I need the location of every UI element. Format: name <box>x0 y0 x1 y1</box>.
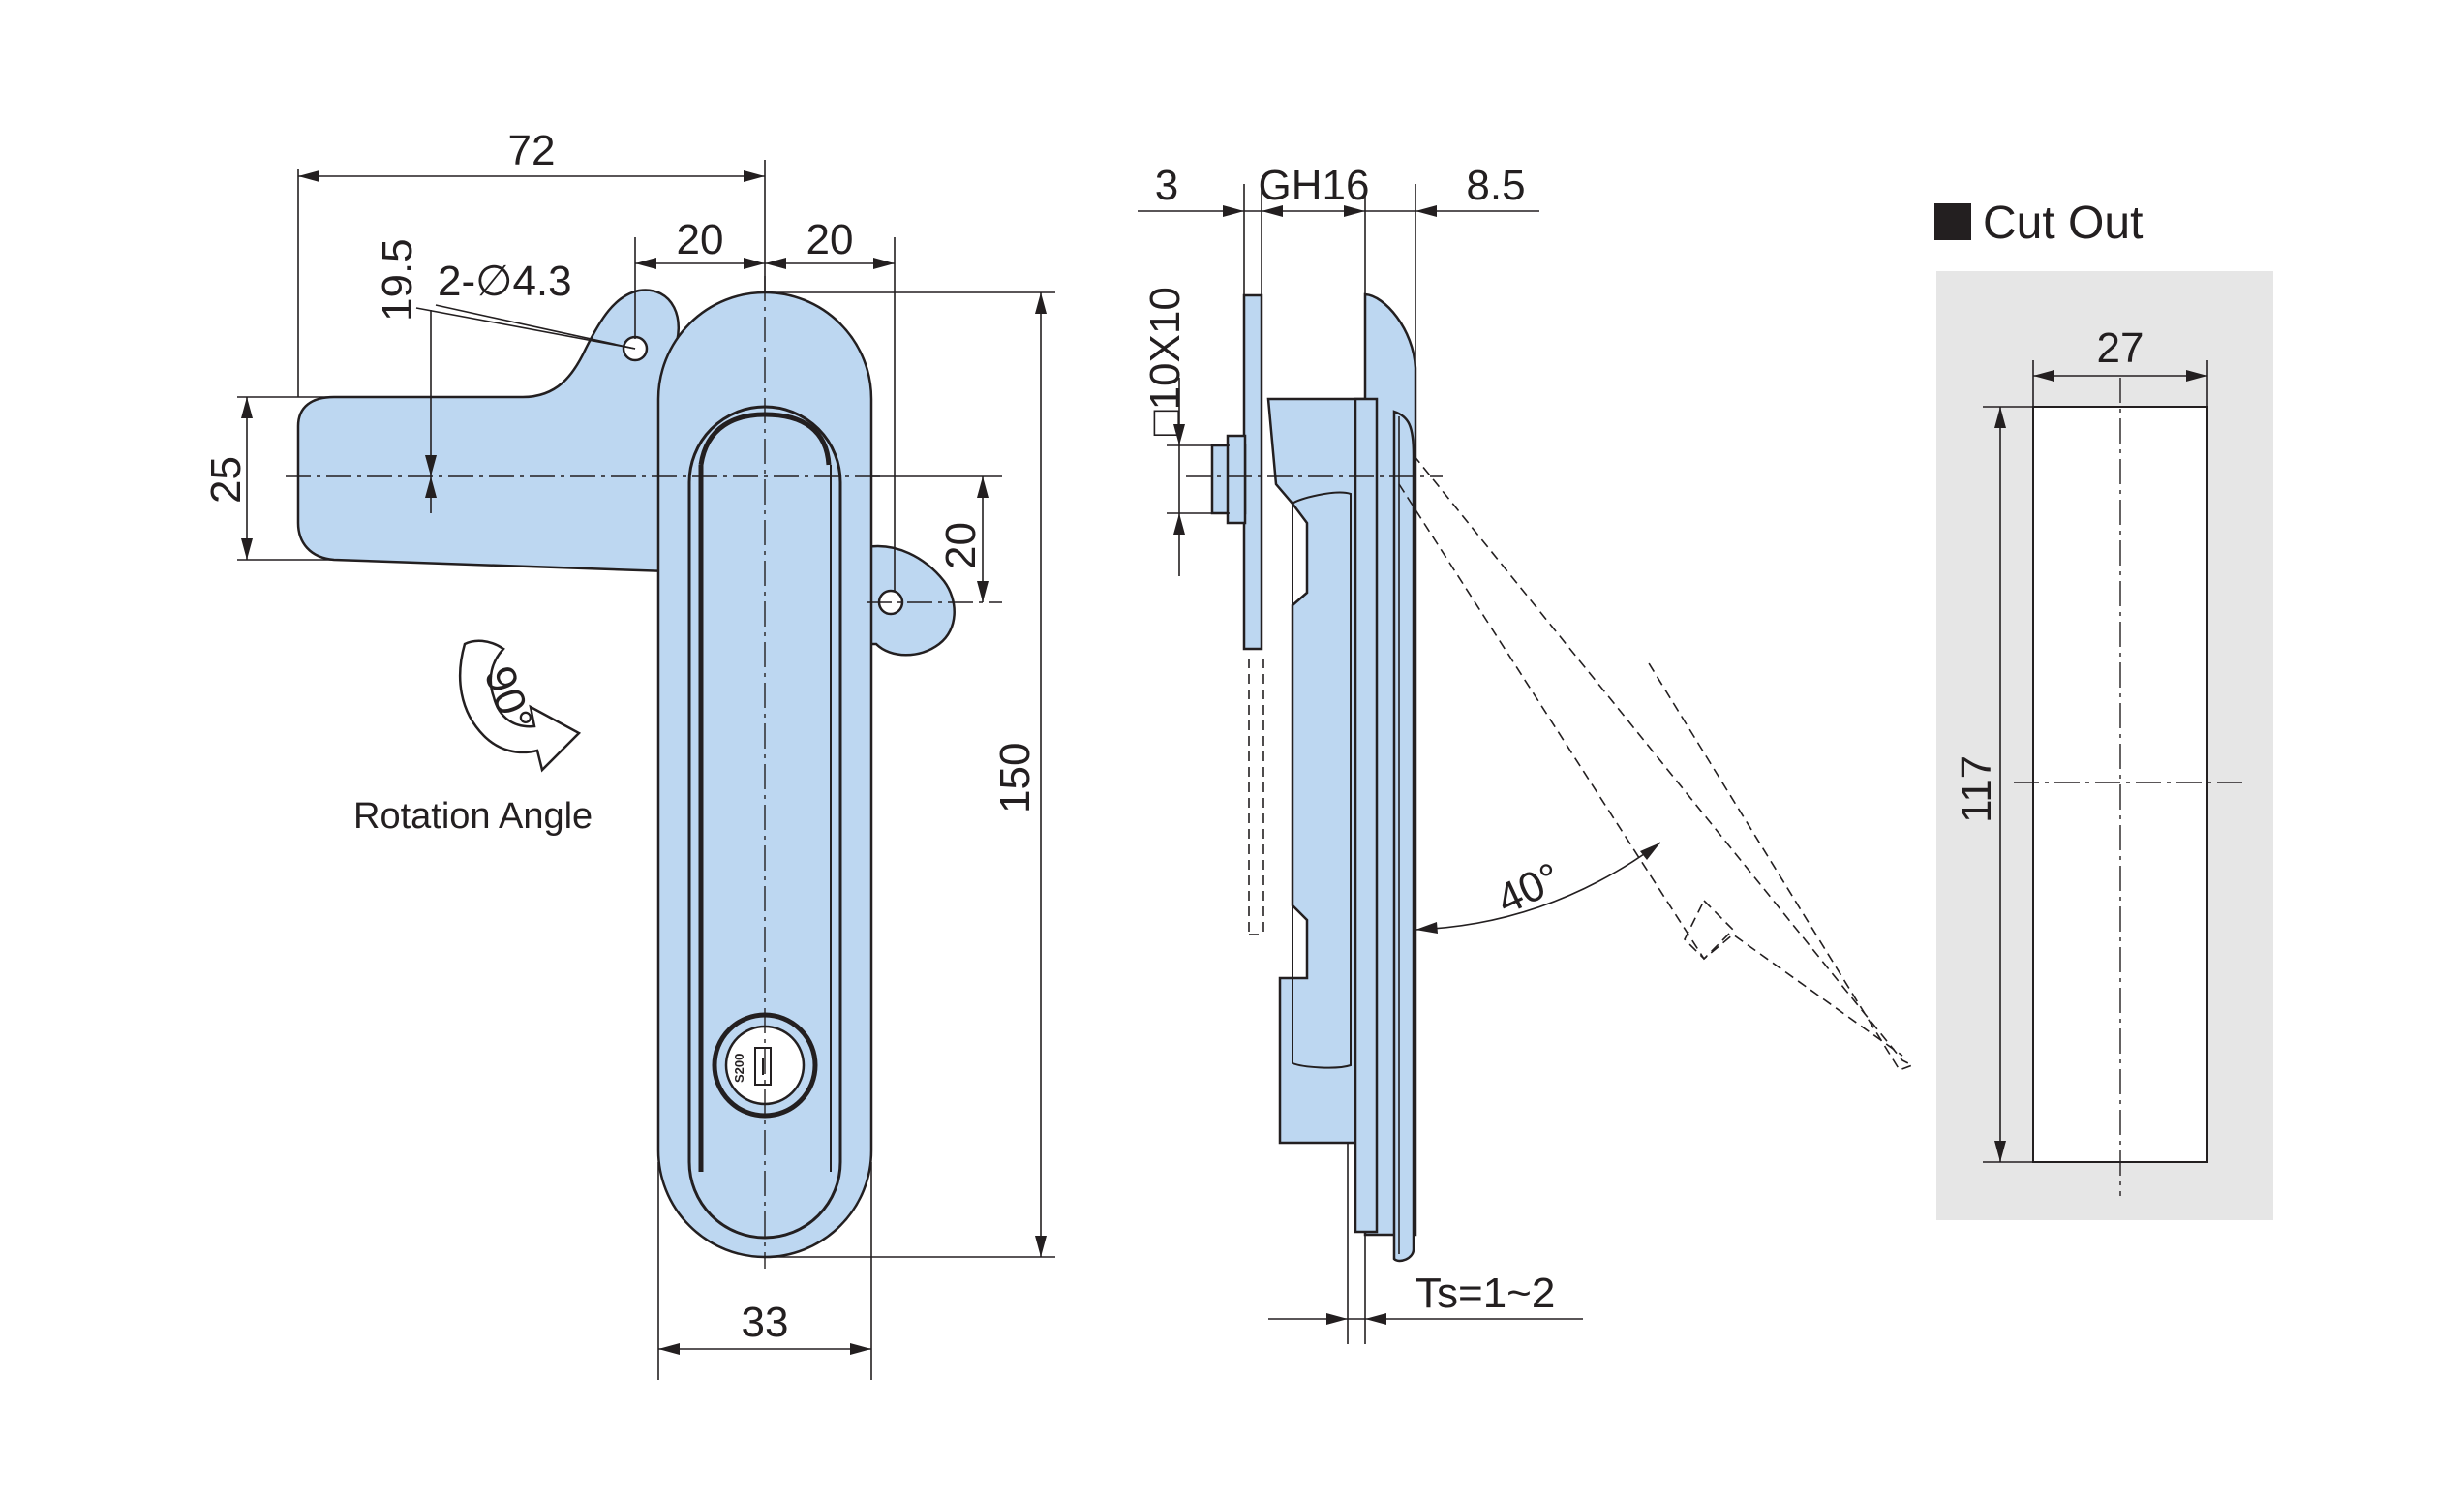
arrow <box>1173 424 1185 445</box>
arrow <box>241 538 253 560</box>
rotation-arrow-icon: 90° <box>459 639 582 773</box>
square-shaft-stub <box>1226 434 1247 525</box>
arrow <box>1173 513 1185 535</box>
arrow <box>1223 205 1244 217</box>
cut-out-view: Cut Out 27 117 <box>1934 198 2273 1220</box>
arrow <box>1640 843 1660 860</box>
arrow <box>873 258 895 269</box>
handle-side <box>1392 410 1415 1263</box>
rotation-label: Rotation Angle <box>353 796 593 837</box>
dim-20-lug: 20 <box>937 522 985 569</box>
cut-out-title-square <box>1934 203 1971 240</box>
arrow <box>1994 407 2006 428</box>
dim-19-5: 19.5 <box>374 238 421 322</box>
arrow <box>977 581 989 602</box>
dim-20-left: 20 <box>677 216 724 263</box>
arrow <box>1994 1141 2006 1162</box>
dim-ts: Ts=1~2 <box>1415 1270 1555 1317</box>
arrow <box>425 476 437 498</box>
dim-25: 25 <box>202 456 250 504</box>
housing-body <box>1266 397 1367 1145</box>
arrow <box>425 455 437 476</box>
arrow <box>744 258 765 269</box>
dim-72: 72 <box>508 127 556 174</box>
leader-line-holes <box>435 304 636 350</box>
cut-out-title: Cut Out <box>1983 198 2143 249</box>
dim-150: 150 <box>991 743 1039 813</box>
handle-arm <box>296 289 681 573</box>
mounting-plate <box>1242 293 1263 651</box>
dim-27: 27 <box>2097 324 2145 372</box>
dim-square: □10X10 <box>1141 287 1189 436</box>
dim-20-right: 20 <box>806 216 854 263</box>
side-view: 3 GH16 8.5 □10X10 40° Ts=1~2 <box>1138 162 1914 1344</box>
arrow <box>744 170 765 182</box>
arrow <box>635 258 656 269</box>
dim-117: 117 <box>1953 755 2000 823</box>
arrow <box>1365 1313 1386 1325</box>
open-handle-lock <box>1684 899 1735 961</box>
arrow <box>241 397 253 418</box>
dim-3: 3 <box>1155 162 1178 209</box>
padlock-lug <box>865 544 956 657</box>
arrow <box>850 1343 871 1355</box>
arrow <box>1262 205 1283 217</box>
arrow <box>1344 205 1365 217</box>
arrow <box>2186 370 2207 382</box>
dim-8-5: 8.5 <box>1466 162 1525 209</box>
bezel-face <box>1354 397 1379 1234</box>
arrow <box>1035 292 1047 314</box>
dim-gh16: GH16 <box>1259 162 1370 209</box>
arrow <box>298 170 319 182</box>
dim-40: 40° <box>1490 854 1568 925</box>
front-view: S200 72 20 20 19.5 2-∅4.3 <box>202 127 1055 1380</box>
arrow <box>1415 205 1437 217</box>
ext-line <box>415 307 636 350</box>
arrow <box>1326 1313 1348 1325</box>
arrow <box>2033 370 2054 382</box>
dim-arc-40 <box>1415 842 1661 931</box>
arrow <box>1415 922 1438 934</box>
arrow <box>977 476 989 498</box>
open-handle-outline <box>1413 454 1914 1071</box>
lock-label: S200 <box>732 1054 746 1083</box>
arrow <box>765 258 786 269</box>
arrow <box>658 1343 680 1355</box>
open-handle-outline-2 <box>1398 483 1903 1057</box>
dim-holes: 2-∅4.3 <box>438 258 572 305</box>
housing-inner <box>1292 491 1352 1069</box>
arrow <box>1035 1236 1047 1257</box>
dim-33: 33 <box>742 1299 789 1346</box>
